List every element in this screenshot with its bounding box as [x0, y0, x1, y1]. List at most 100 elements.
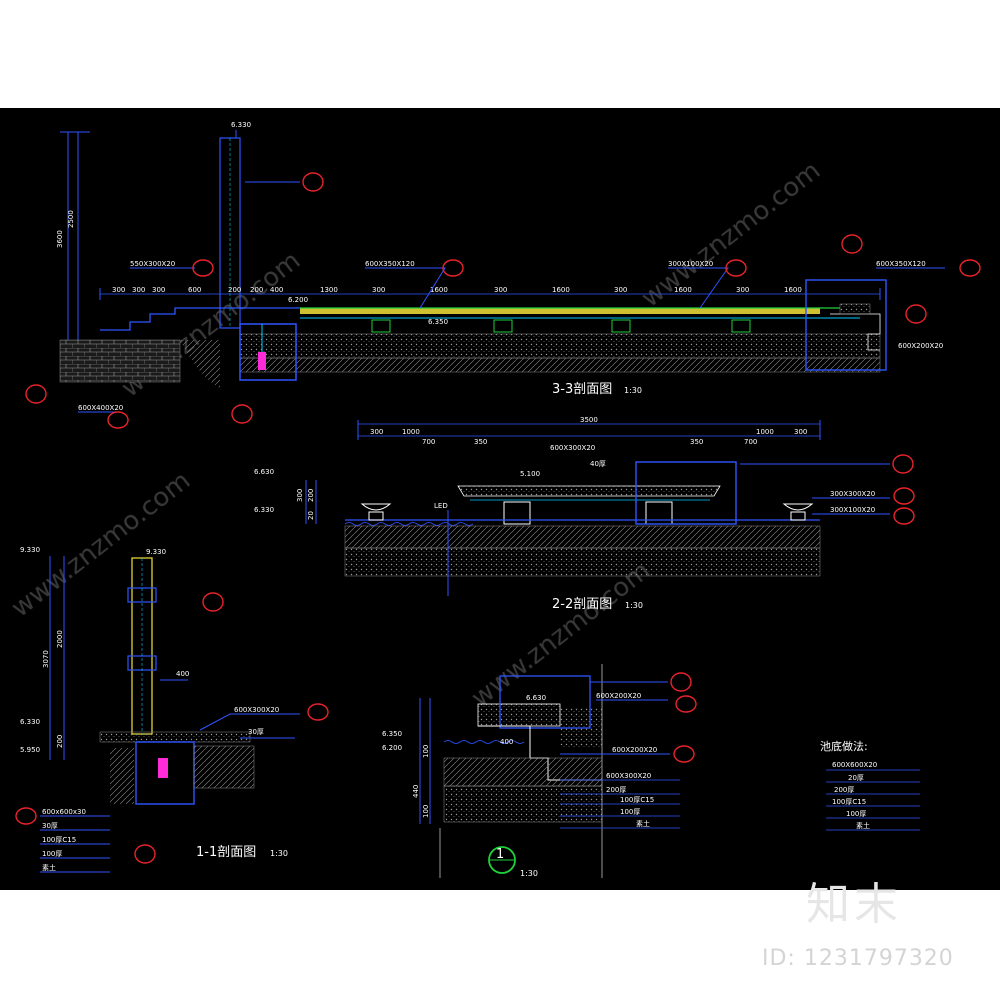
- elev-top-33: 6.330: [231, 121, 251, 129]
- label-stone-right2: 600X200X20: [898, 342, 943, 350]
- legend-line-3: 100厚C15: [832, 798, 866, 806]
- label-stone-right: 600X350X120: [876, 260, 926, 268]
- dim-22-v2: 20: [307, 511, 315, 520]
- dim-11-h0: 400: [176, 670, 189, 678]
- note-11-4: 素土: [42, 863, 56, 872]
- scale-section-11: 1:30: [270, 849, 288, 858]
- dim-22-7: 300: [794, 428, 807, 436]
- dim-22-v0: 300: [296, 489, 304, 502]
- dim-33-1: 300: [132, 286, 145, 294]
- pool-floor-legend: 池底做法: 600X600X20 20厚 200厚 100厚C15 100厚 素…: [820, 739, 920, 831]
- label-22-top2: 40厚: [590, 460, 606, 468]
- dim-v-2500: 2500: [67, 210, 75, 228]
- cad-drawing-canvas: www.znzmo.com www.znzmo.com www.znzmo.co…: [0, 108, 1000, 890]
- note-detail-2: 100厚C15: [620, 796, 654, 804]
- legend-line-1: 20厚: [848, 774, 864, 782]
- dim-33-6: 400: [270, 286, 283, 294]
- level-detail: 6.630: [526, 694, 546, 702]
- label-22-led: LED: [434, 502, 448, 510]
- label-22-top: 600X300X20: [550, 444, 595, 452]
- detail-scale: 1:30: [520, 869, 538, 878]
- dim-33-3: 600: [188, 286, 201, 294]
- dim-33-2: 300: [152, 286, 165, 294]
- dim-22-v1: 200: [307, 489, 315, 502]
- legend-line-5: 素土: [856, 821, 870, 830]
- scale-section-33: 1:30: [624, 386, 642, 395]
- legend-line-0: 600X600X20: [832, 761, 877, 769]
- level-11-mid: 6.330: [20, 718, 40, 726]
- dim-33-12: 300: [614, 286, 627, 294]
- section-3-3: 3600 2500 6.330 300 300 300 600 200 200 …: [25, 121, 981, 429]
- dim-33-0: 300: [112, 286, 125, 294]
- section-2-2: 3500 300 1000 700 350 350 700 1000 300: [254, 416, 915, 612]
- label-22-r1: 300X300X20: [830, 490, 875, 498]
- note-11-0: 600x600x30: [42, 808, 86, 816]
- scale-section-22: 1:30: [625, 601, 643, 610]
- label-detail-top: 600X200X20: [596, 692, 641, 700]
- note-detail-4: 素土: [636, 819, 650, 828]
- dim-33-13: 1600: [674, 286, 692, 294]
- level-22-b: 6.330: [254, 506, 274, 514]
- dim-33-14: 300: [736, 286, 749, 294]
- dim-33-7: 1300: [320, 286, 338, 294]
- dim-22-6: 1000: [756, 428, 774, 436]
- brand-logo-text: 知末: [806, 879, 902, 930]
- dim-33-10: 300: [494, 286, 507, 294]
- dim-33-11: 1600: [552, 286, 570, 294]
- detail-number: 1: [496, 847, 504, 862]
- label-detail-mid: 600X200X20: [612, 746, 657, 754]
- dim-22-4: 350: [690, 438, 703, 446]
- level-22-a: 6.630: [254, 468, 274, 476]
- dim-33-4: 200: [228, 286, 241, 294]
- label-22-r2: 300X100X20: [830, 506, 875, 514]
- label-11-r2: 30厚: [248, 728, 264, 736]
- note-detail-1: 200厚: [606, 786, 626, 794]
- dim-22-2: 700: [422, 438, 435, 446]
- note-11-2: 100厚C15: [42, 836, 76, 844]
- cad-drawing-svg: www.znzmo.com www.znzmo.com www.znzmo.co…: [6, 121, 981, 878]
- dim-22-total: 3500: [580, 416, 598, 424]
- note-detail-0: 600X300X20: [606, 772, 651, 780]
- detail-1: 6.630 6.350 6.200 440 100 100 400 600X20…: [382, 664, 697, 878]
- image-id-label: ID: 1231797320: [762, 946, 954, 971]
- label-stone-mid: 600X350X120: [365, 260, 415, 268]
- title-section-33: 3-3剖面图: [552, 382, 612, 397]
- title-section-11: 1-1剖面图: [196, 845, 256, 860]
- legend-line-4: 100厚: [846, 810, 866, 818]
- level-detail-left1: 6.200: [382, 744, 402, 752]
- note-11-1: 30厚: [42, 822, 58, 830]
- dim-detail-v2: 100: [422, 805, 430, 818]
- label-stone-left: 550X300X20: [130, 260, 175, 268]
- level-11-low: 5.950: [20, 746, 40, 754]
- dim-22-0: 300: [370, 428, 383, 436]
- dim-11-v1: 2000: [56, 630, 64, 648]
- dim-33-9: 1600: [430, 286, 448, 294]
- dim-33-5: 200: [250, 286, 263, 294]
- label-level-b: 6.200: [288, 296, 308, 304]
- dim-22-3: 350: [474, 438, 487, 446]
- dim-v-3600: 3600: [56, 230, 64, 248]
- label-stone-mid2: 300X100X20: [668, 260, 713, 268]
- dim-22-1: 1000: [402, 428, 420, 436]
- watermark-text-3: www.znzmo.com: [6, 466, 196, 624]
- label-11-r1: 600X300X20: [234, 706, 279, 714]
- note-11-3: 100厚: [42, 850, 62, 858]
- legend-title: 池底做法:: [820, 739, 868, 753]
- note-detail-3: 100厚: [620, 808, 640, 816]
- level-detail-left0: 6.350: [382, 730, 402, 738]
- dim-detail-v1: 100: [422, 745, 430, 758]
- dim-33-15: 1600: [784, 286, 802, 294]
- watermark-text-4: www.znzmo.com: [466, 556, 656, 714]
- title-section-22: 2-2剖面图: [552, 597, 612, 612]
- dim-detail-h: 400: [500, 738, 513, 746]
- legend-line-2: 200厚: [834, 786, 854, 794]
- label-level-a: 6.350: [428, 318, 448, 326]
- level-11-top: 9.330: [20, 546, 40, 554]
- dim-11-v2: 200: [56, 735, 64, 748]
- dim-detail-v0: 440: [412, 785, 420, 798]
- dim-22-5: 700: [744, 438, 757, 446]
- dim-33-8: 300: [372, 286, 385, 294]
- section-1-1: 9.330 6.330 5.950 3070 2000 200 9.330 40…: [15, 546, 329, 873]
- label-stone-bottom: 600X400X20: [78, 404, 123, 412]
- dim-11-v0: 3070: [42, 650, 50, 668]
